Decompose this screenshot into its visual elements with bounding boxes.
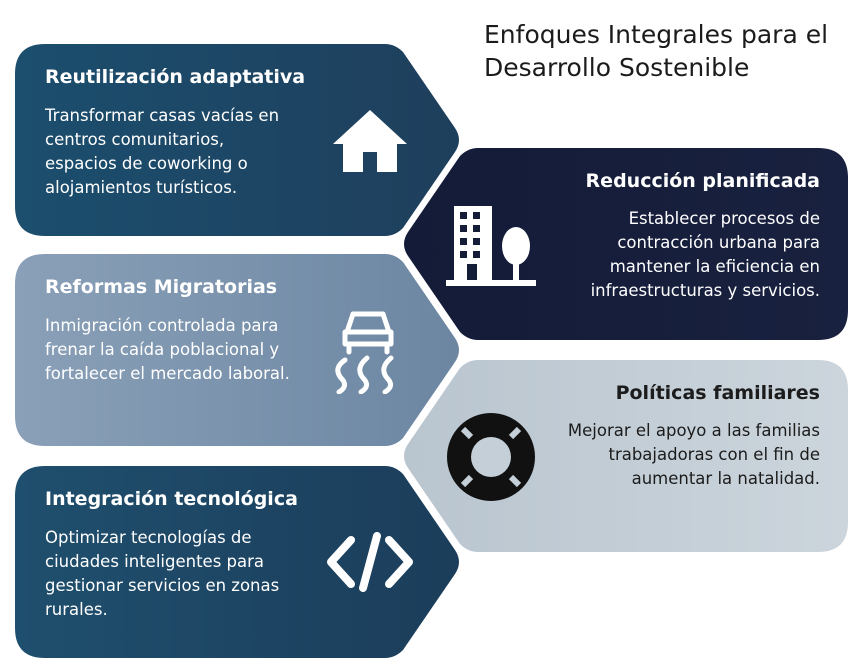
card-body: Optimizar tecnologías de ciudades inteli…	[45, 528, 280, 619]
card-shape	[404, 360, 848, 552]
card-body: Establecer procesos de contracción urban…	[590, 209, 820, 300]
page-title: Enfoques Integrales para el Desarrollo S…	[484, 20, 829, 82]
card-heading: Integración tecnológica	[45, 488, 298, 510]
car-slippery-road-icon	[335, 311, 394, 394]
card-body: Mejorar el apoyo a las familias trabajad…	[567, 421, 820, 488]
card-reduccion-planificada: Reducción planificada Establecer proceso…	[400, 148, 848, 340]
card-heading: Reducción planificada	[585, 170, 820, 192]
card-shape	[15, 44, 459, 236]
card-shape	[404, 148, 848, 340]
card-politicas-familiares: Políticas familiares Mejorar el apoyo a …	[400, 360, 848, 552]
card-body: Transformar casas vacías en centros comu…	[45, 106, 280, 197]
card-heading: Reformas Migratorias	[45, 276, 278, 298]
card-shape	[15, 466, 459, 658]
card-shape	[15, 254, 459, 446]
card-reformas-migratorias: Reformas Migratorias Inmigración control…	[15, 254, 463, 446]
house-icon	[333, 110, 407, 172]
card-reutilizacion-adaptativa: Reutilización adaptativa Transformar cas…	[15, 44, 463, 236]
card-integracion-tecnologica: Integración tecnológica Optimizar tecnol…	[15, 466, 463, 658]
card-heading: Políticas familiares	[615, 382, 820, 404]
card-heading: Reutilización adaptativa	[45, 66, 306, 88]
card-body: Inmigración controlada para frenar la ca…	[45, 316, 290, 383]
life-ring-icon	[447, 413, 535, 501]
city-tree-icon	[446, 206, 536, 286]
code-icon	[327, 532, 413, 592]
